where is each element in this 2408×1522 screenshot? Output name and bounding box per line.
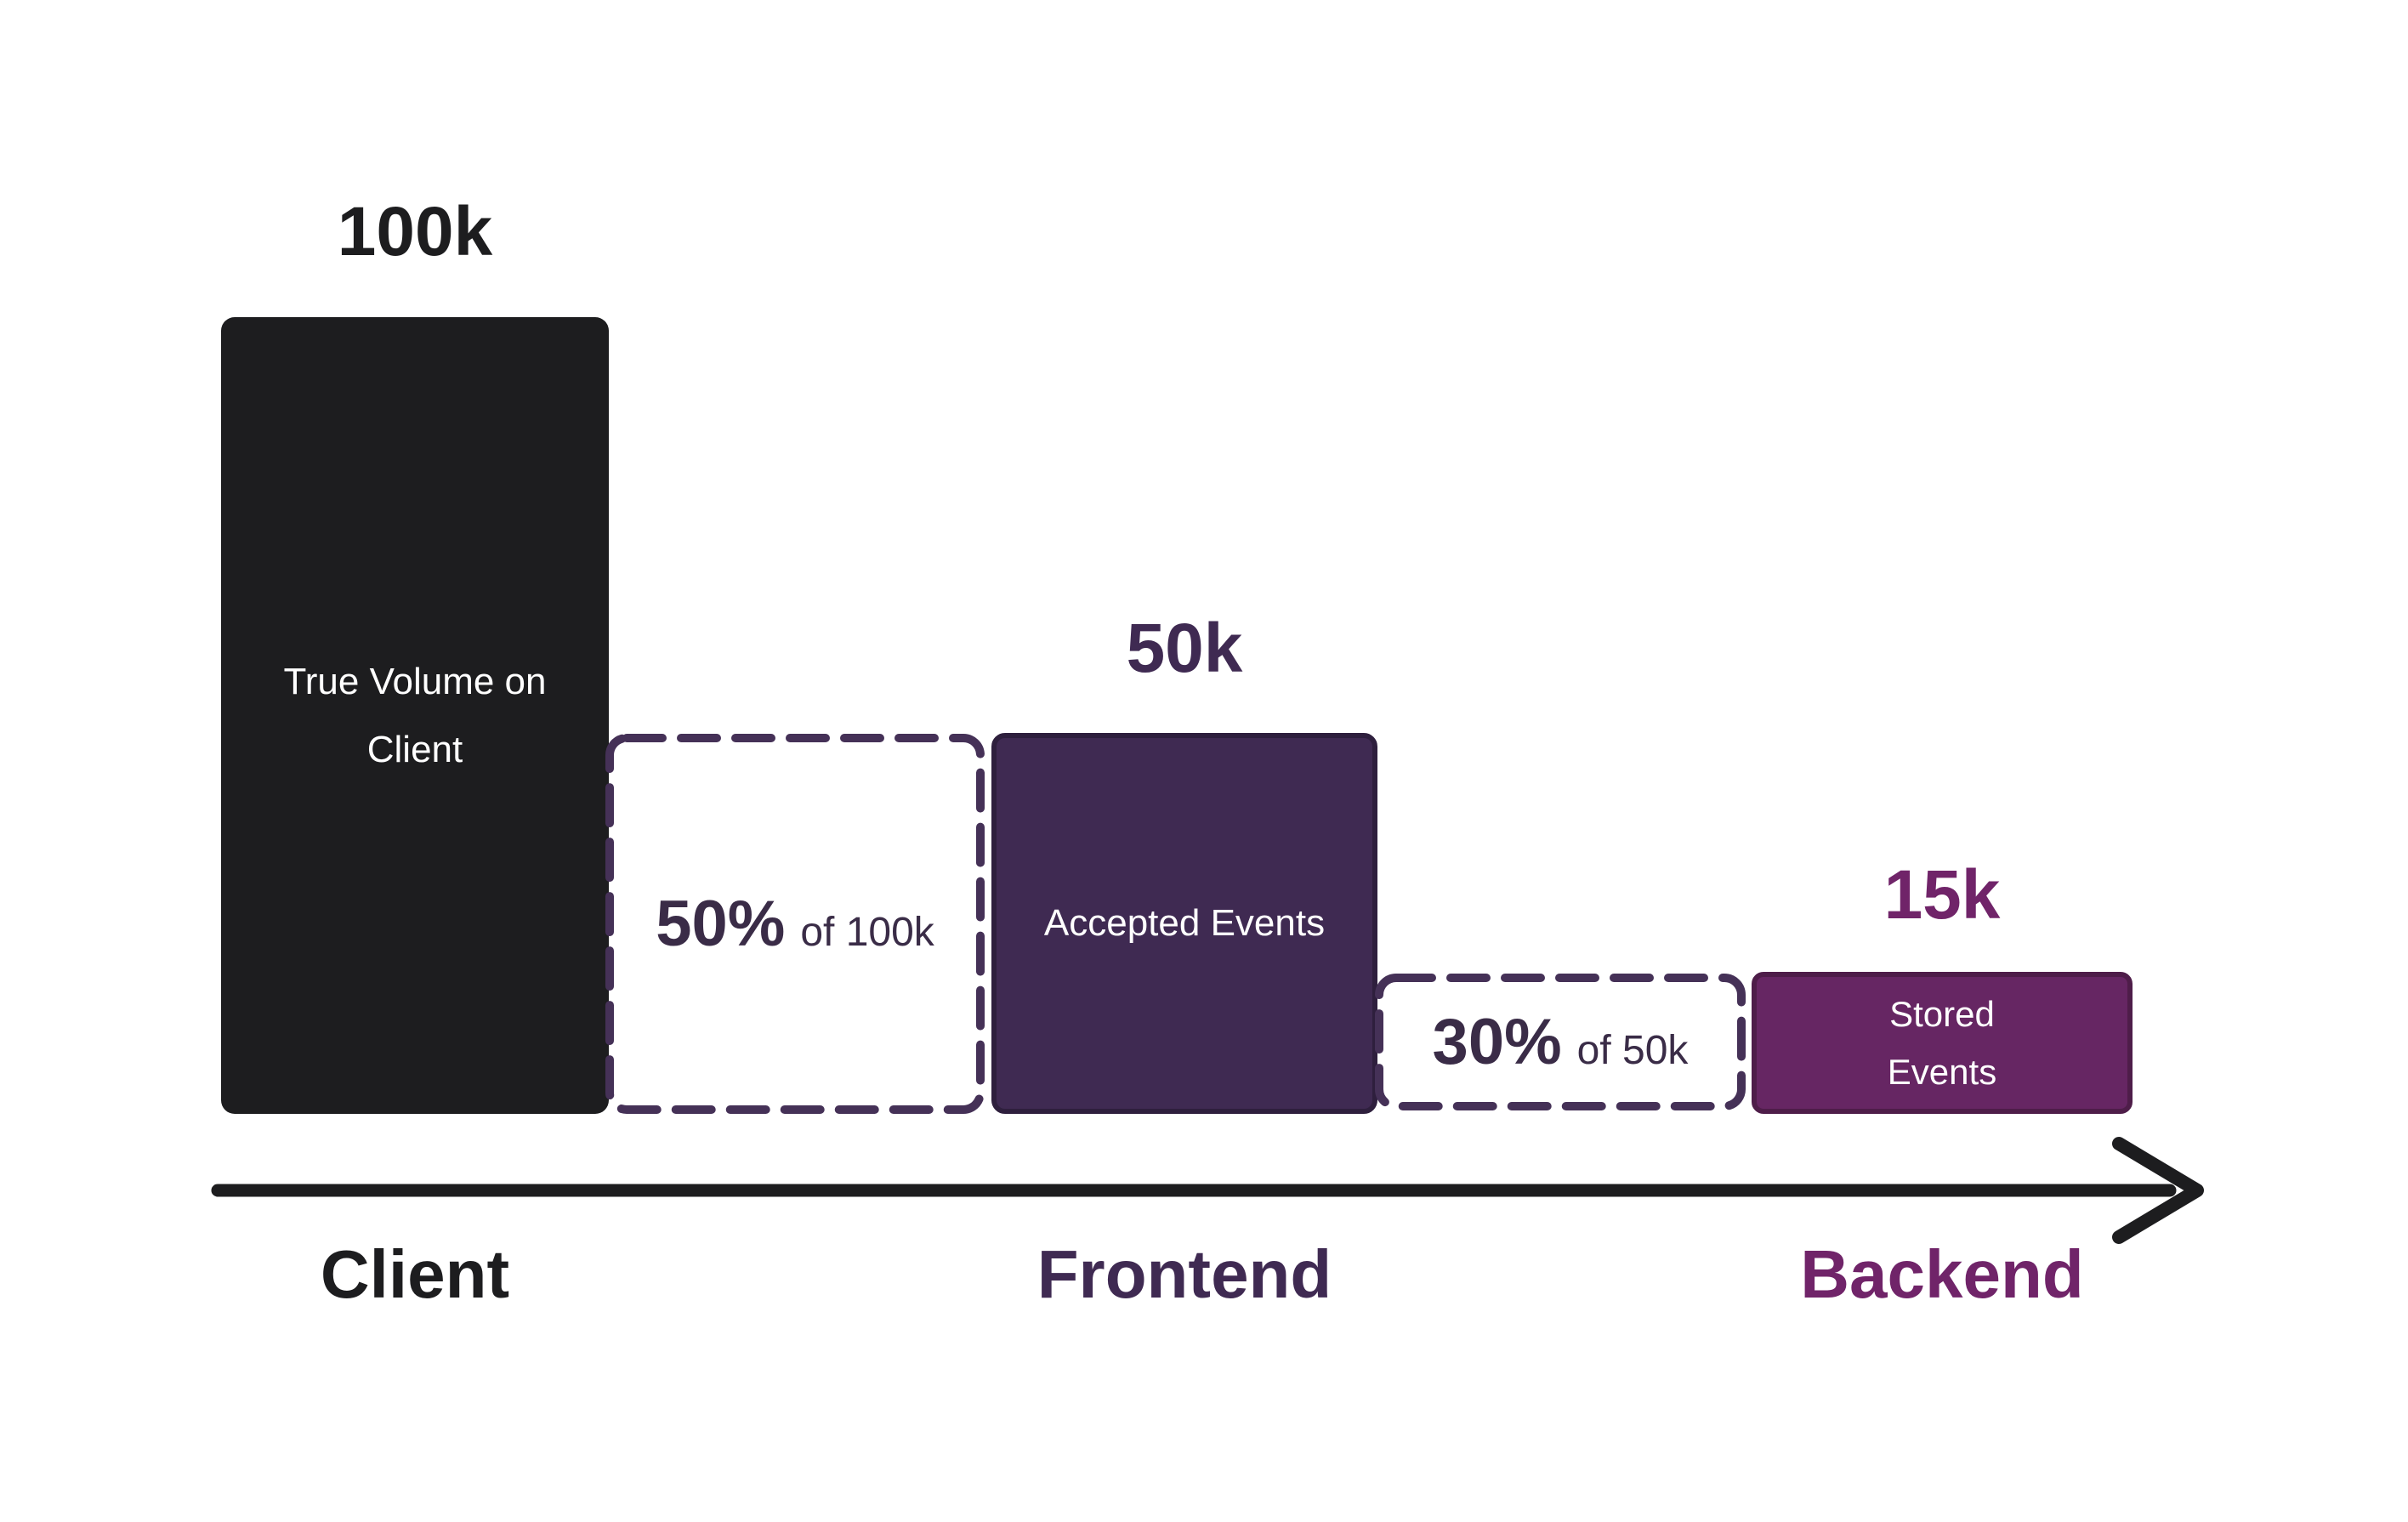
arrow-head-icon [2112,1137,2204,1244]
frontend-bar-label: Accepted Events [1043,902,1326,944]
sample-rate-text: 50% of 100k [656,887,934,961]
sample-rate-box-client-frontend: 50% of 100k [605,734,985,1114]
stored-events-bar: Stored Events [1752,972,2133,1114]
backend-value-label: 15k [1883,856,2001,934]
client-bar-label: True Volume on Client [283,661,547,770]
sample-pct-label: 30% [1432,1006,1562,1078]
axis-label-backend: Backend [1800,1236,2084,1312]
dashed-border [1375,974,1746,1110]
sample-of-label: of 50k [1576,1028,1689,1073]
client-volume-bar: True Volume on Client [221,317,609,1114]
sample-of-label: of 100k [800,910,934,955]
sample-pct-label: 50% [656,888,786,960]
dashed-border [605,734,985,1114]
accepted-events-bar: Accepted Events [991,733,1377,1114]
frontend-value-label: 50k [1126,610,1243,687]
axis-label-client: Client [320,1236,510,1312]
backend-bar-label: Stored Events [1887,994,1997,1092]
sample-rate-box-frontend-backend: 30% of 50k [1375,974,1746,1110]
axis-label-frontend: Frontend [1036,1236,1332,1312]
sample-rate-text: 30% of 50k [1433,1005,1689,1079]
client-value-label: 100k [337,193,493,270]
flow-arrow [211,1137,2204,1244]
